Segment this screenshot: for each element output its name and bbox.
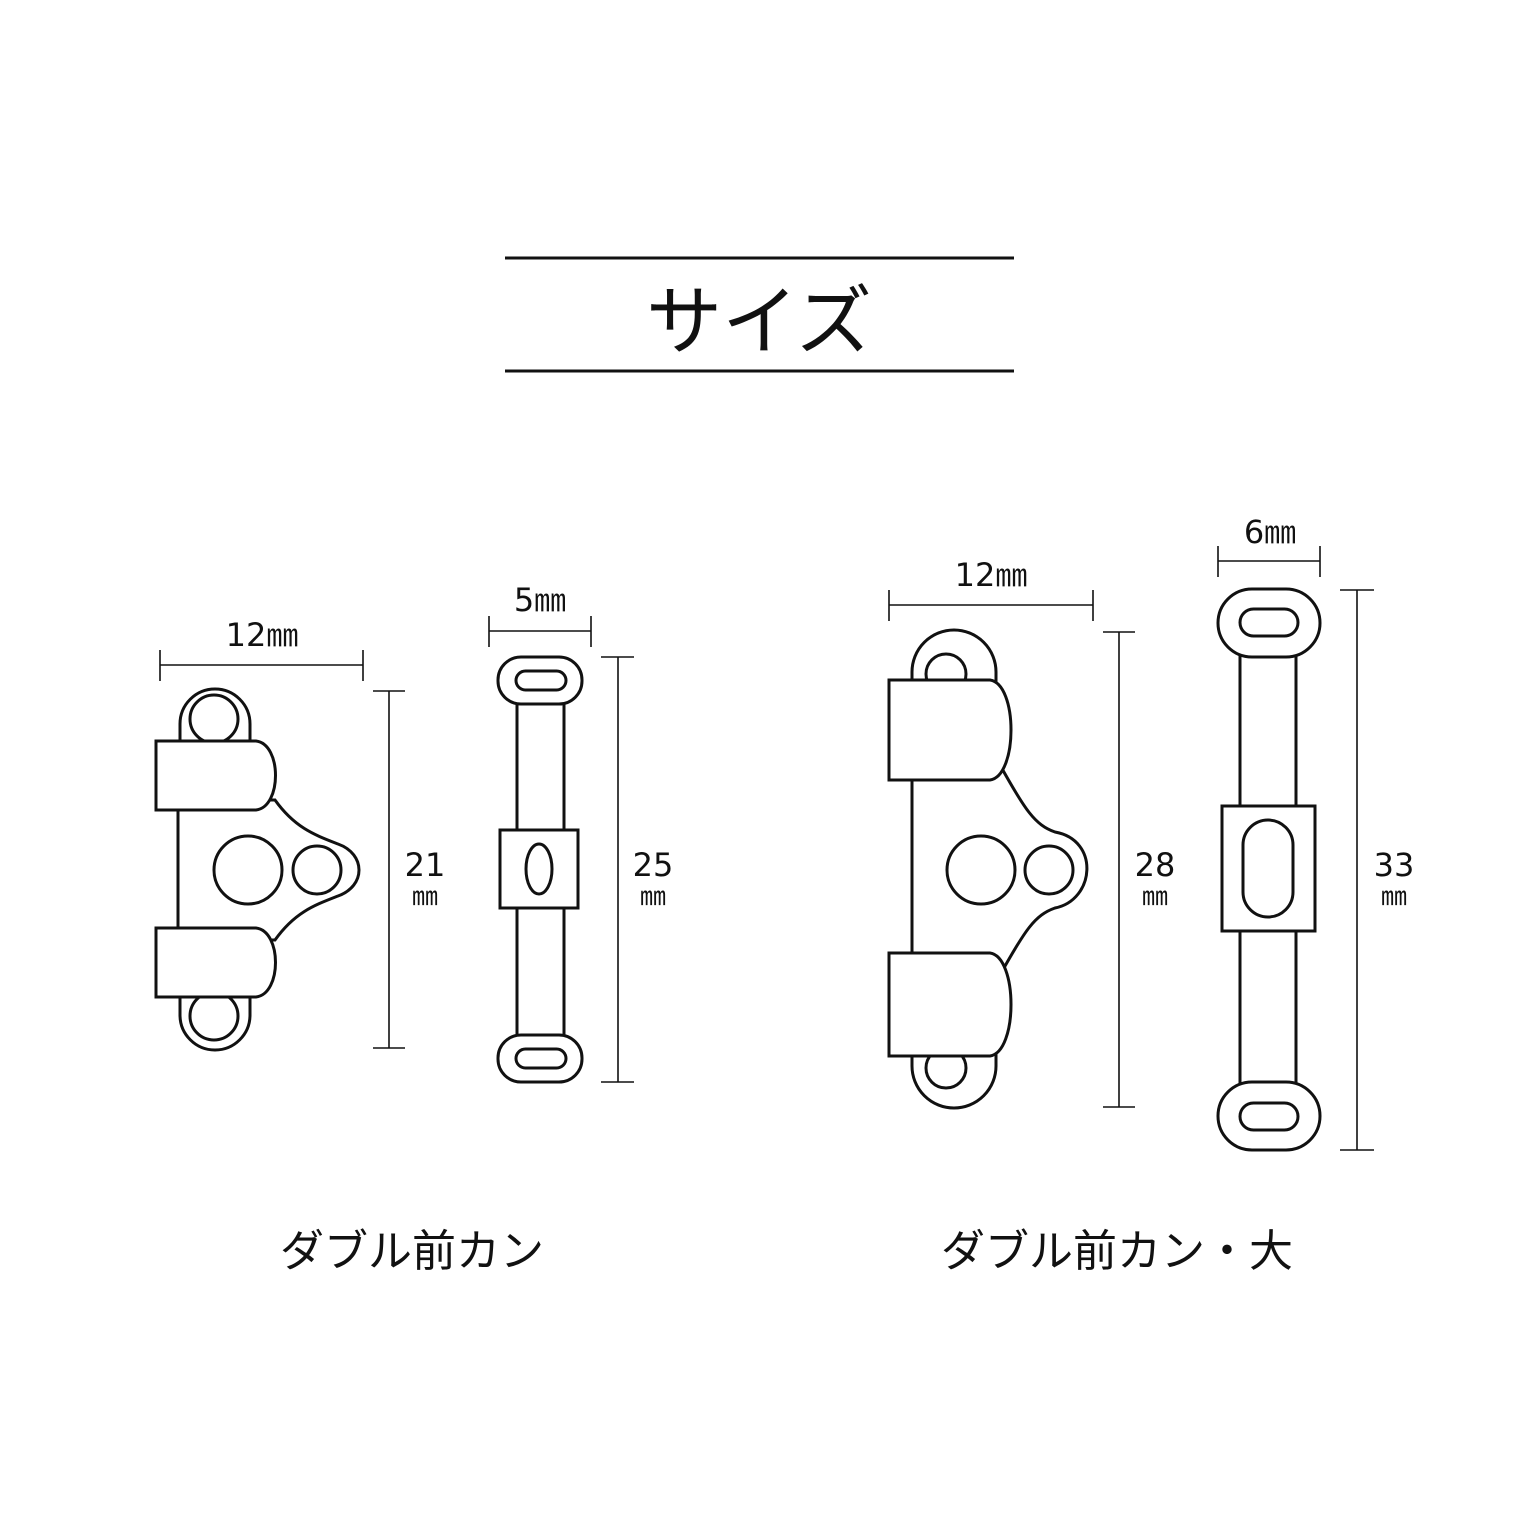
- large-side-width-label: 6㎜: [1244, 513, 1296, 551]
- small-front-dimensions: 12㎜ 21 ㎜: [159, 616, 446, 1049]
- small-side-height-unit: ㎜: [640, 882, 666, 912]
- caption-small: ダブル前カン: [280, 1226, 544, 1277]
- small-front-height-unit: ㎜: [412, 882, 438, 912]
- large-side-height-unit: ㎜: [1381, 882, 1407, 912]
- large-side-view: [1216, 587, 1322, 1152]
- large-side-height-label: 33: [1374, 846, 1415, 884]
- small-side-width-label: 5㎜: [514, 581, 566, 619]
- large-front-width-label: 12㎜: [955, 556, 1028, 594]
- small-side-height-label: 25: [633, 846, 674, 884]
- small-side-view: [496, 655, 584, 1084]
- small-front-width-label: 12㎜: [226, 616, 299, 654]
- small-front-height-label: 21: [405, 846, 446, 884]
- title: サイズ: [646, 277, 872, 366]
- large-front-height-unit: ㎜: [1142, 882, 1168, 912]
- small-side-dimensions: 5㎜ 25 ㎜: [488, 581, 674, 1083]
- small-front-view: [154, 687, 361, 1052]
- caption-large: ダブル前カン・大: [941, 1226, 1293, 1277]
- large-front-view: [887, 628, 1089, 1110]
- large-side-dimensions: 6㎜ 33 ㎜: [1217, 513, 1415, 1151]
- large-front-height-label: 28: [1135, 846, 1176, 884]
- large-front-dimensions: 12㎜ 28 ㎜: [888, 556, 1176, 1108]
